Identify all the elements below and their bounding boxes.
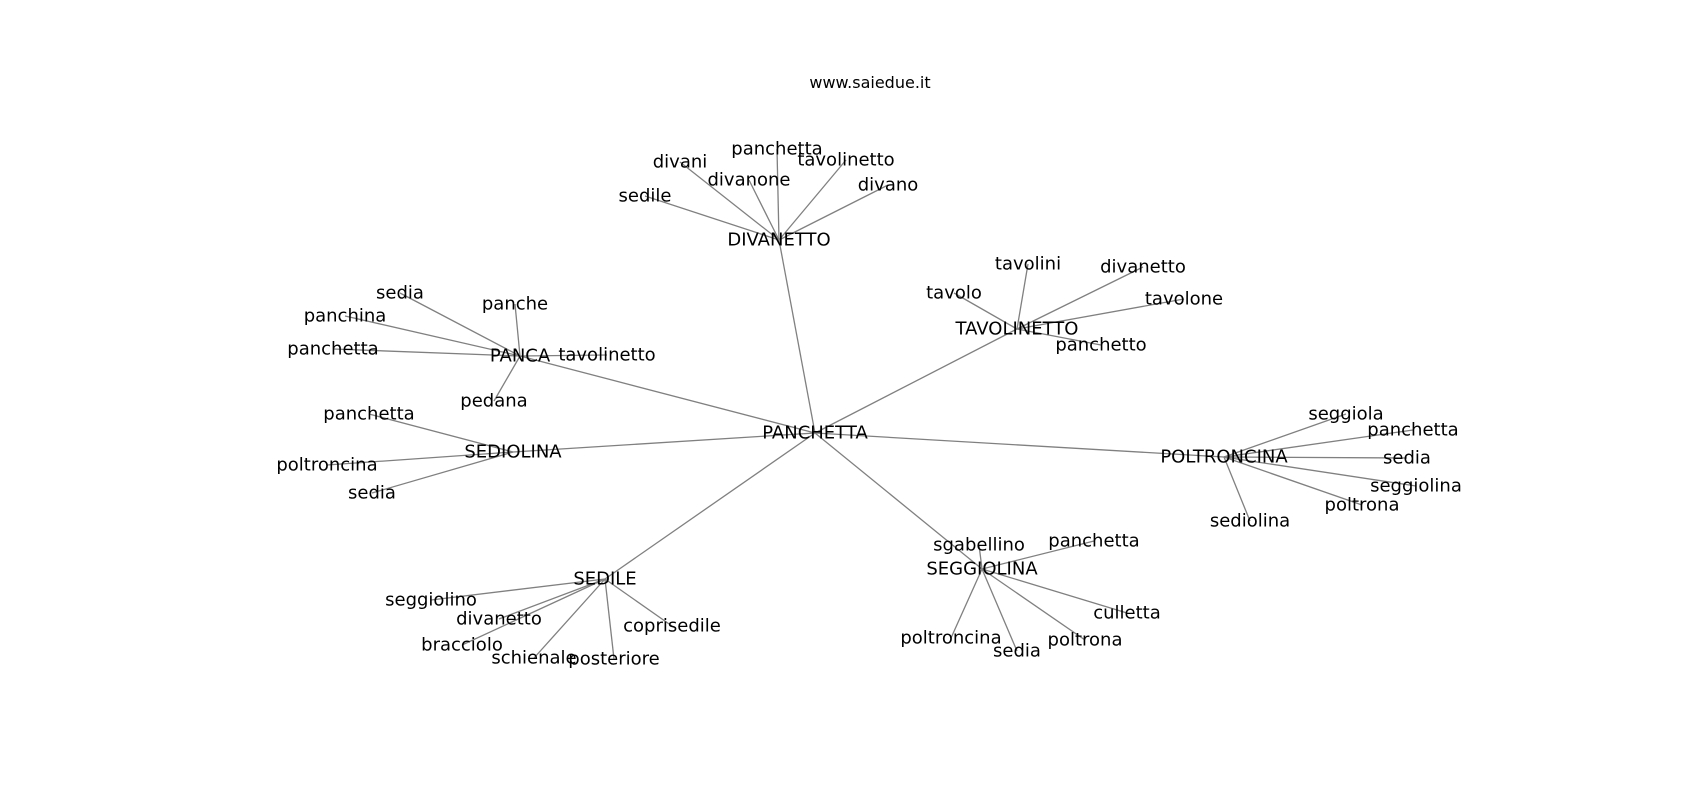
leaf-node-label: seggiolina	[1370, 476, 1462, 497]
leaf-node-label: tavolini	[995, 254, 1061, 275]
leaf-node-label: sedia	[376, 283, 424, 304]
leaf-node-label: tavolone	[1145, 289, 1223, 310]
leaf-node-label: divanone	[707, 170, 790, 191]
hub-node-label-seggiolina: SEGGIOLINA	[926, 559, 1038, 580]
leaf-node-label: bracciolo	[421, 635, 503, 656]
edge-sediolina-leaf	[371, 451, 514, 494]
edge-tavolinetto-leaf	[1016, 298, 1185, 330]
edge-sedile-leaf	[533, 578, 606, 659]
edge-root-divanetto	[778, 239, 816, 434]
edge-seggiolina-leaf	[981, 568, 1018, 652]
edge-root-seggiolina	[814, 432, 983, 570]
leaf-node-label: panche	[482, 294, 548, 315]
edge-seggiolina-leaf	[981, 568, 1128, 614]
edge-root-tavolinetto	[814, 328, 1018, 434]
edge-divanetto-leaf	[644, 195, 780, 241]
leaf-node-label: divani	[653, 152, 708, 173]
edge-poltroncina-leaf	[1223, 429, 1414, 458]
leaf-node-label: sedile	[619, 186, 672, 207]
edge-poltroncina-leaf	[1223, 456, 1408, 459]
edge-poltroncina-leaf	[1223, 456, 1251, 522]
leaf-node-label: sedia	[348, 483, 396, 504]
hub-node-label-panca: PANCA	[490, 346, 551, 367]
edge-seggiolina-leaf	[981, 540, 1095, 570]
source-caption: www.saiedue.it	[809, 73, 930, 92]
leaf-node-label: sgabellino	[933, 535, 1025, 556]
leaf-node-label: tavolo	[926, 283, 982, 304]
edge-root-poltroncina	[814, 432, 1225, 458]
edge-seggiolina-leaf	[950, 568, 983, 639]
leaf-node-label: coprisedile	[623, 616, 721, 637]
edge-tavolinetto-leaf	[1016, 263, 1029, 330]
edge-tavolinetto-leaf	[1016, 266, 1144, 330]
root-node-label: PANCHETTA	[762, 423, 868, 444]
edge-panca-leaf	[519, 354, 608, 357]
leaf-node-label: pedana	[460, 391, 527, 412]
edge-sedile-leaf	[430, 578, 606, 601]
edge-root-sedile	[604, 432, 816, 580]
leaf-node-label: sediolina	[1210, 511, 1290, 532]
edge-poltroncina-leaf	[1223, 413, 1347, 458]
leaf-node-label: poltroncina	[276, 455, 377, 476]
edge-divanetto-leaf	[748, 179, 780, 241]
leaf-node-label: panchetta	[1048, 531, 1139, 552]
leaf-node-label: tavolinetto	[797, 150, 894, 171]
edge-sedile-leaf	[498, 578, 606, 620]
edge-sedile-leaf	[604, 578, 615, 660]
edge-panca-leaf	[332, 348, 521, 357]
leaf-node-label: tavolinetto	[558, 345, 655, 366]
leaf-node-label: poltroncina	[900, 628, 1001, 649]
edge-root-panca	[519, 355, 816, 434]
edge-seggiolina-leaf	[978, 544, 983, 570]
leaf-node-label: sedia	[993, 641, 1041, 662]
leaf-node-label: divanetto	[456, 609, 542, 630]
leaf-node-label: panchina	[304, 306, 387, 327]
edge-sediolina-leaf	[368, 413, 514, 453]
edge-poltroncina-leaf	[1223, 456, 1417, 487]
leaf-node-label: poltrona	[1325, 495, 1400, 516]
leaf-node-label: divano	[858, 175, 919, 196]
leaf-node-label: seggiolino	[385, 590, 477, 611]
edge-panca-leaf	[493, 355, 521, 402]
edge-seggiolina-leaf	[981, 568, 1086, 641]
edge-root-sediolina	[512, 432, 816, 453]
edge-poltroncina-leaf	[1223, 456, 1363, 506]
edge-tavolinetto-leaf	[953, 292, 1018, 330]
edge-sediolina-leaf	[326, 451, 514, 466]
edge-panca-leaf	[514, 303, 521, 357]
hub-node-label-sedile: SEDILE	[573, 569, 636, 590]
edge-divanetto-leaf	[778, 184, 889, 241]
hub-node-label-tavolinetto: TAVOLINETTO	[955, 319, 1079, 340]
edge-divanetto-leaf	[776, 148, 780, 241]
edge-divanetto-leaf	[679, 161, 780, 241]
leaf-node-label: panchetta	[731, 139, 822, 160]
hub-node-label-divanetto: DIVANETTO	[727, 230, 830, 251]
leaf-node-label: posteriore	[568, 649, 659, 670]
edge-panca-leaf	[399, 292, 521, 357]
leaf-node-label: panchetto	[1055, 335, 1146, 356]
edge-tavolinetto-leaf	[1016, 328, 1102, 346]
leaf-node-label: panchetta	[323, 404, 414, 425]
edge-layer	[326, 148, 1417, 660]
leaf-node-label: seggiola	[1308, 404, 1383, 425]
leaf-node-label: panchetta	[1367, 420, 1458, 441]
leaf-node-label: schienale	[491, 648, 576, 669]
hub-node-label-poltroncina: POLTRONCINA	[1160, 447, 1288, 468]
leaf-node-label: poltrona	[1048, 630, 1123, 651]
edge-sedile-leaf	[604, 578, 673, 627]
hub-node-label-sediolina: SEDIOLINA	[464, 442, 562, 463]
leaf-node-label: divanetto	[1100, 257, 1186, 278]
edge-panca-leaf	[344, 315, 521, 357]
leaf-node-label: panchetta	[287, 339, 378, 360]
leaf-node-label: culletta	[1093, 603, 1161, 624]
edge-sedile-leaf	[461, 578, 606, 646]
edge-divanetto-leaf	[778, 159, 847, 241]
leaf-node-label: sedia	[1383, 448, 1431, 469]
